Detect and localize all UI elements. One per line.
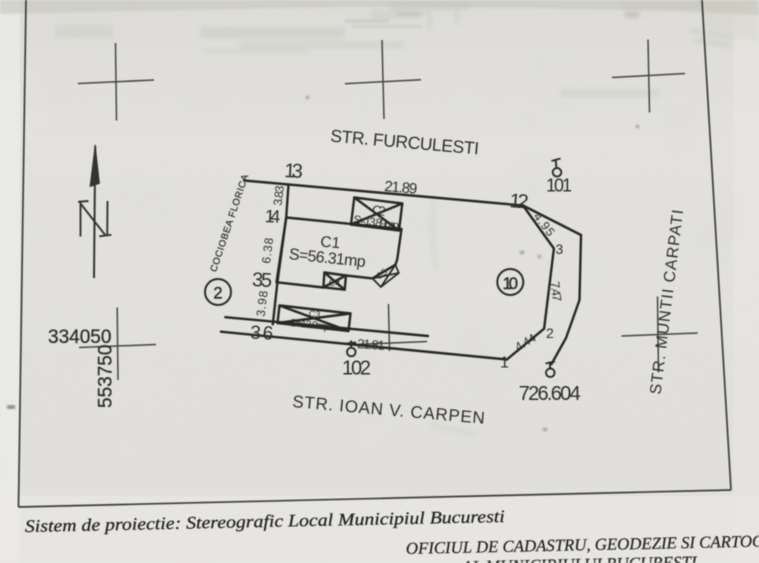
svg-text:35: 35 bbox=[252, 269, 273, 292]
svg-text:12: 12 bbox=[509, 190, 530, 214]
svg-text:2: 2 bbox=[546, 325, 554, 341]
svg-text:36: 36 bbox=[250, 323, 274, 345]
svg-text:1: 1 bbox=[500, 355, 509, 372]
svg-text:6.38: 6.38 bbox=[259, 237, 276, 265]
svg-text:C3: C3 bbox=[308, 309, 320, 320]
svg-text:21.81: 21.81 bbox=[357, 336, 385, 353]
svg-text:102: 102 bbox=[342, 358, 371, 380]
svg-text:7.47: 7.47 bbox=[548, 281, 564, 303]
svg-text:C4: C4 bbox=[328, 278, 340, 289]
svg-text:C2: C2 bbox=[371, 202, 386, 219]
svg-text:13: 13 bbox=[284, 160, 304, 183]
svg-text:10: 10 bbox=[503, 274, 519, 293]
svg-text:726.604: 726.604 bbox=[519, 383, 581, 405]
svg-text:14: 14 bbox=[264, 206, 281, 227]
svg-text:21.89: 21.89 bbox=[384, 178, 418, 198]
svg-text:AL MUNICIPIULUI BUCURESTI: AL MUNICIPIULUI BUCURESTI bbox=[461, 553, 699, 563]
svg-text:3.83: 3.83 bbox=[271, 184, 287, 206]
svg-text:3: 3 bbox=[556, 241, 564, 257]
svg-text:101: 101 bbox=[546, 176, 572, 196]
svg-text:334050: 334050 bbox=[48, 327, 111, 348]
svg-text:C1: C1 bbox=[320, 234, 341, 253]
svg-text:553750: 553750 bbox=[96, 345, 117, 408]
svg-text:S=12.9mp: S=12.9mp bbox=[289, 317, 330, 333]
svg-text:2: 2 bbox=[213, 285, 222, 303]
svg-text:3.98: 3.98 bbox=[254, 290, 271, 318]
